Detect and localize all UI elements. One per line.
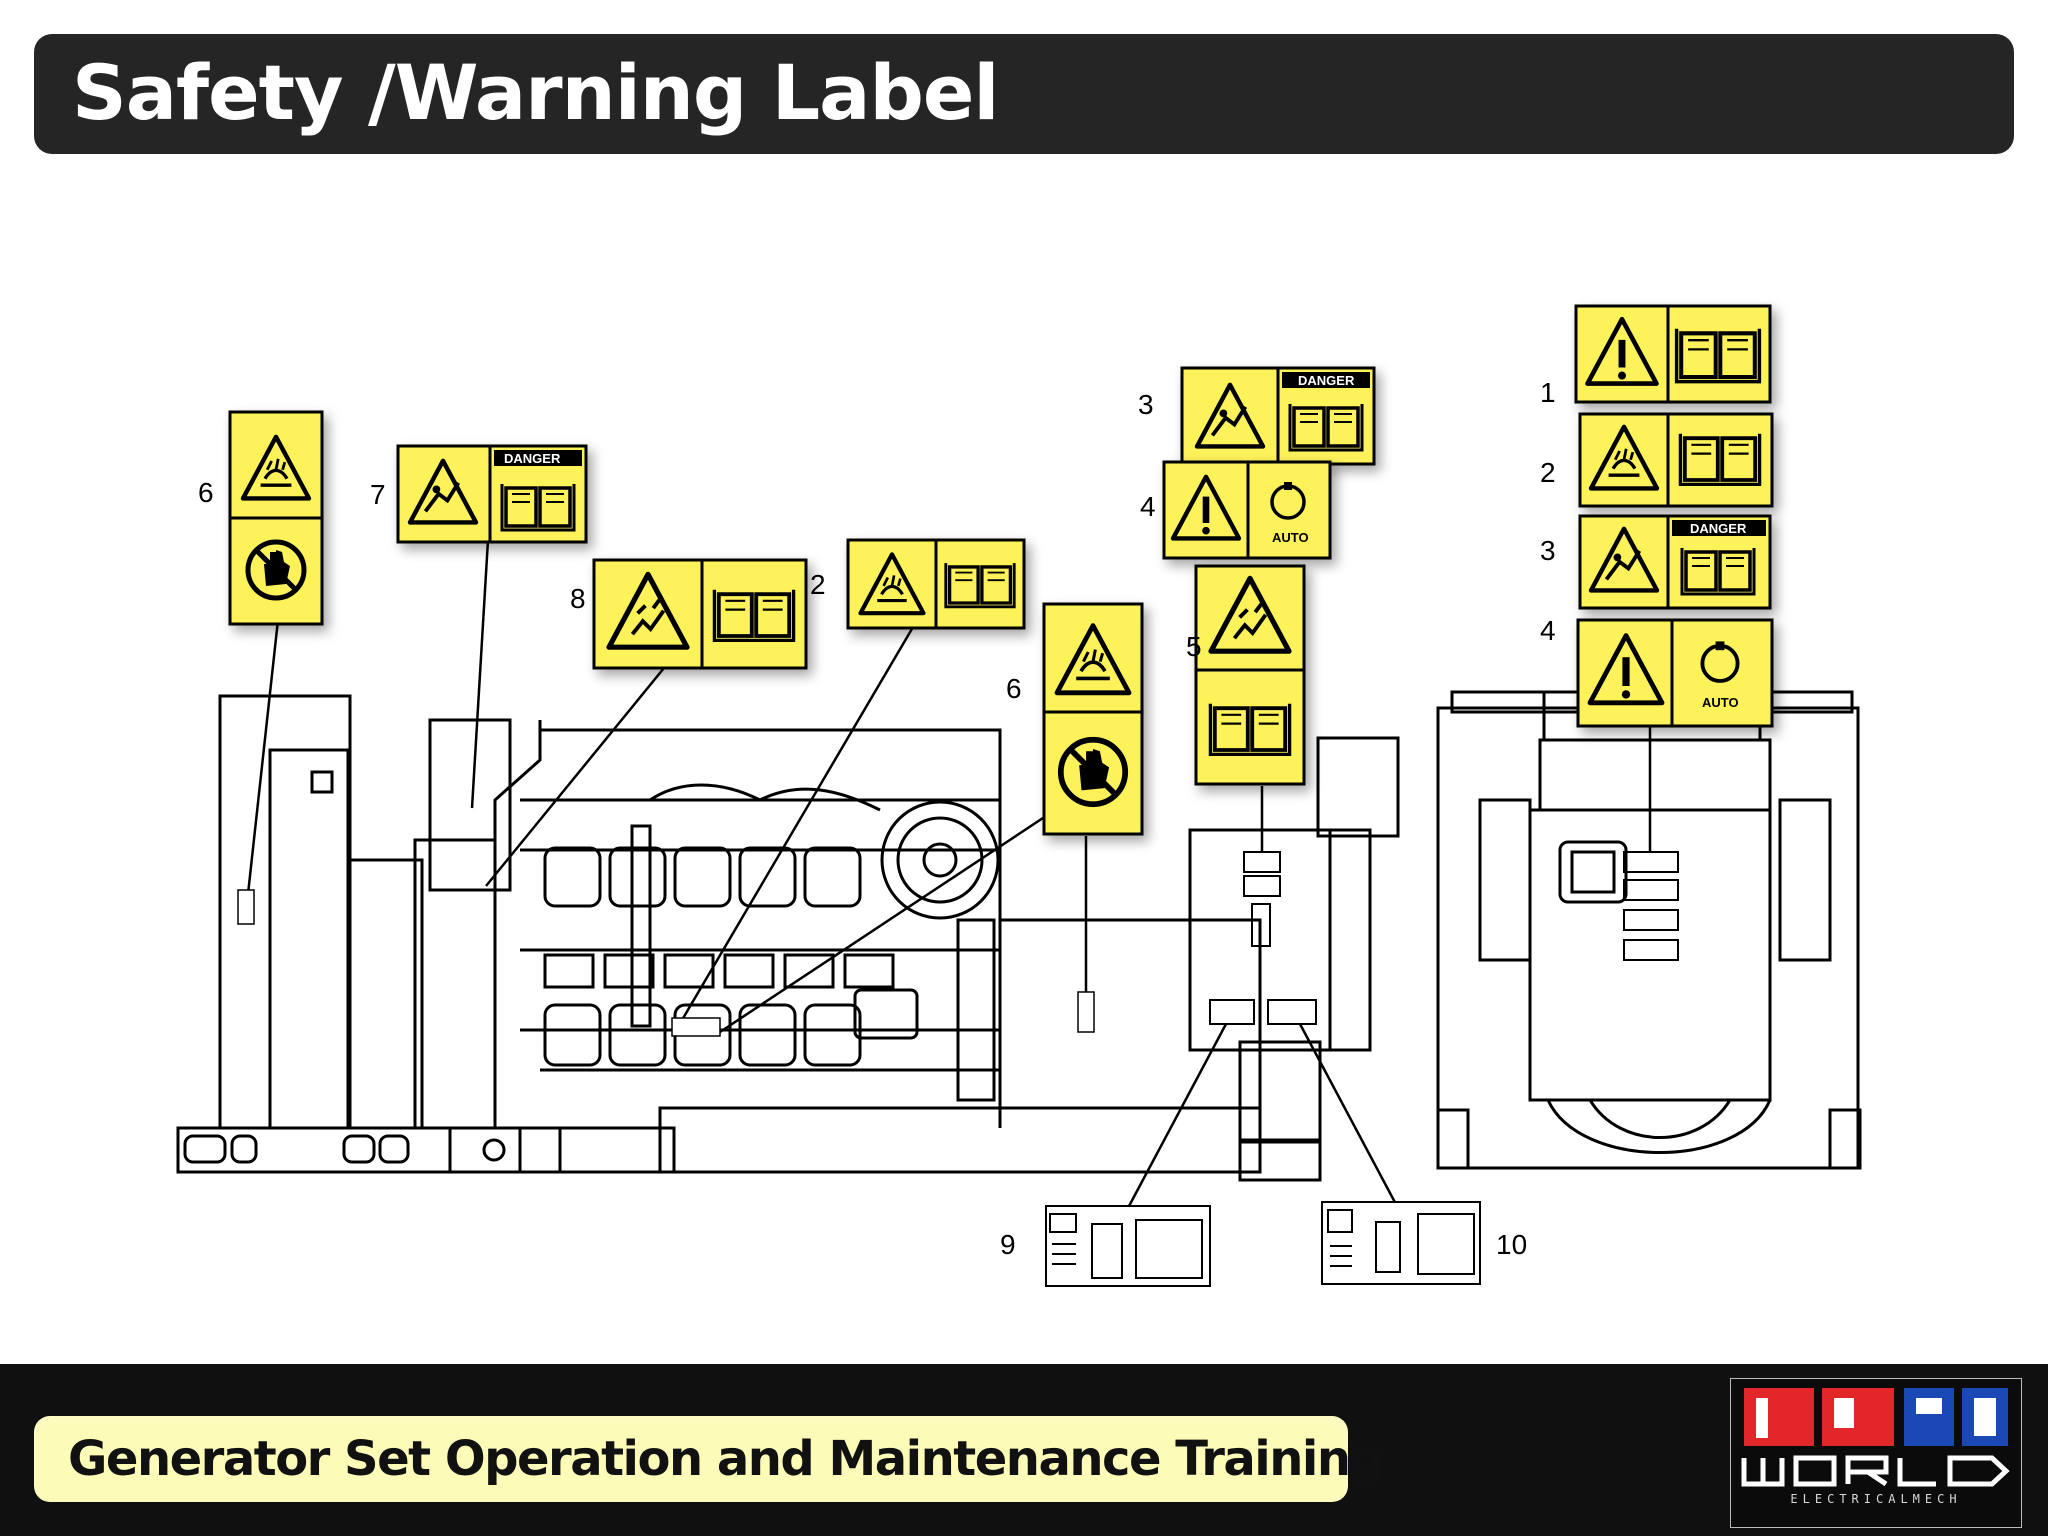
warning-label-4-right (1576, 618, 1774, 728)
decal-10 (1321, 1201, 1481, 1285)
callout-3-right: 3 (1540, 535, 1556, 566)
warning-label-2-middle (846, 538, 1026, 630)
generator-side-view (176, 694, 1262, 1174)
warning-label-5-middle (1194, 564, 1306, 786)
callout-9: 9 (1000, 1229, 1016, 1260)
warning-label-1-right (1574, 304, 1772, 404)
callout-6-left: 6 (198, 477, 214, 508)
callout-4-right: 4 (1540, 615, 1556, 646)
footer-title: Generator Set Operation and Maintenance … (68, 1431, 1384, 1487)
callout-7: 7 (370, 479, 386, 510)
callout-10: 10 (1496, 1229, 1527, 1260)
title-bar: Safety /Warning Label (34, 34, 2014, 154)
auto-text-4-right: AUTO (1702, 695, 1739, 710)
logo-mark-icon (1729, 1377, 2023, 1529)
warning-label-2-right (1578, 412, 1774, 508)
footer-title-pill: Generator Set Operation and Maintenance … (34, 1416, 1384, 1502)
small-decals (237, 889, 1095, 1037)
warning-label-8 (592, 558, 808, 670)
page-title: Safety /Warning Label (72, 48, 999, 137)
callout-2-right: 2 (1540, 457, 1556, 488)
callout-2-middle: 2 (810, 569, 826, 600)
warning-label-7 (396, 444, 588, 544)
danger-text-3-right: DANGER (1690, 521, 1747, 536)
callout-5-middle: 5 (1186, 631, 1202, 662)
warning-label-3-right (1578, 514, 1772, 610)
warning-label-6-left (228, 410, 324, 626)
logo-tagline: ELECTRICALMECH (1790, 1492, 1962, 1506)
callout-6-middle: 6 (1006, 673, 1022, 704)
leader-lines (246, 539, 1652, 1209)
warning-label-3-middle (1180, 366, 1376, 466)
callout-8: 8 (570, 583, 586, 614)
warning-label-6-middle (1042, 602, 1144, 836)
callout-4-middle: 4 (1140, 491, 1156, 522)
control-panel-drawing (1188, 736, 1400, 1182)
danger-text-7: DANGER (504, 451, 561, 466)
decal-9 (1045, 1205, 1211, 1287)
danger-text-3-middle: DANGER (1298, 373, 1355, 388)
callout-1-right: 1 (1540, 377, 1556, 408)
warning-label-4-middle (1162, 460, 1332, 560)
auto-text-4-middle: AUTO (1272, 530, 1309, 545)
company-logo: ELECTRICALMECH (1729, 1377, 2023, 1529)
callout-3-middle: 3 (1138, 389, 1154, 420)
footer-bar: Generator Set Operation and Maintenance … (0, 1364, 2048, 1536)
